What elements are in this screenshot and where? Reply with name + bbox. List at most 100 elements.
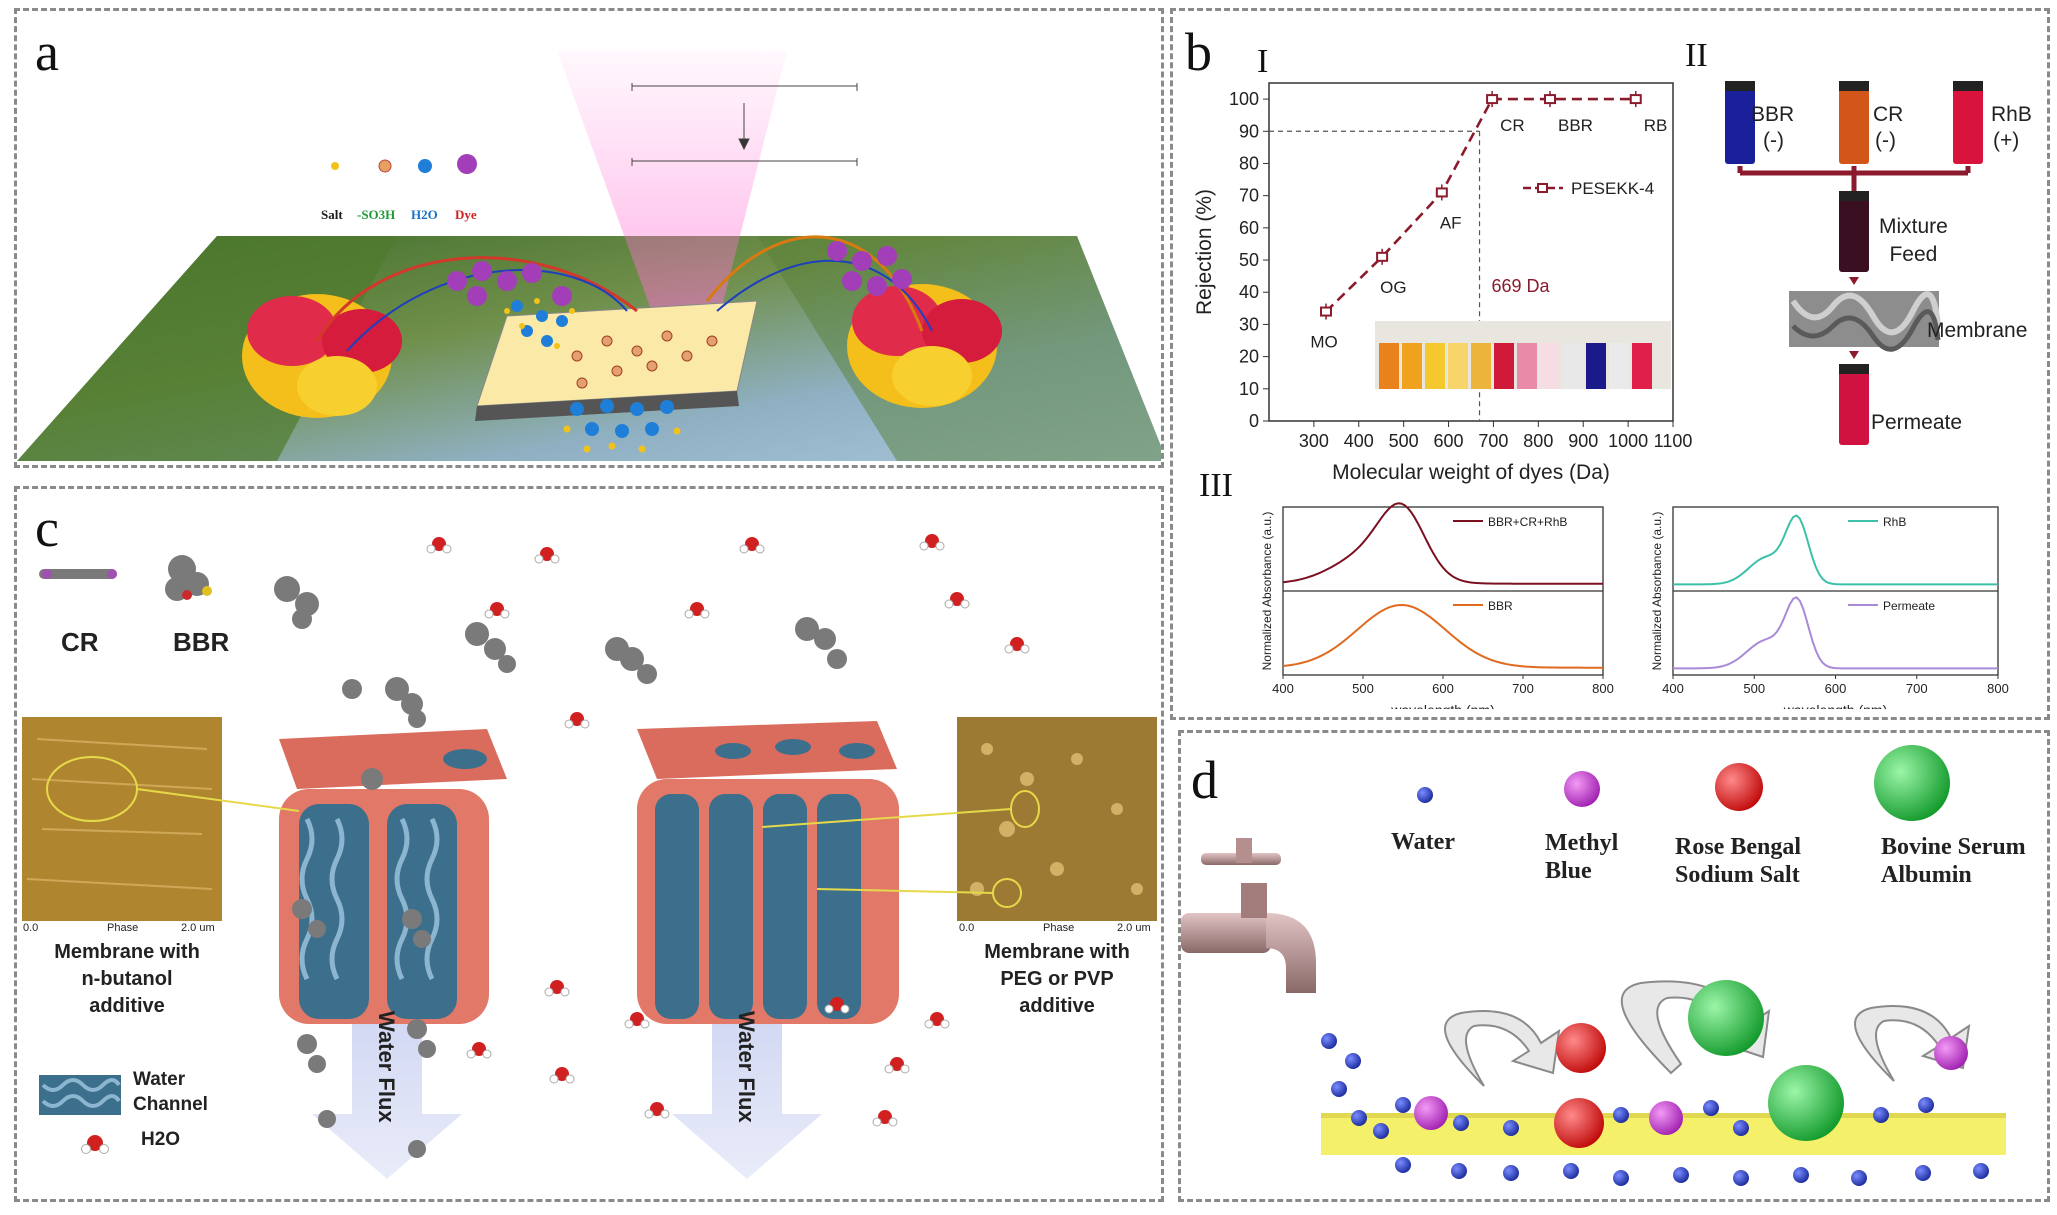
plot-frame [1268,82,1674,422]
y-tick-label: 90 [1239,121,1259,141]
y-tick-label: 70 [1239,186,1259,206]
left-tick-label: 600 [1432,681,1454,696]
afm-right-scale-phase: Phase [1043,922,1075,934]
membrane-label: Membrane [1927,319,2028,342]
right-y-axis-label: Normalized Absorbance (a.u.) [1650,512,1664,671]
mixture-label: Mixture Feed [1879,215,1948,266]
point-label: MO [1310,333,1337,352]
left-legend-bottom: BBR [1488,599,1513,613]
membrane-block-left [279,729,507,1024]
data-point [1435,187,1448,198]
mixture-vial [1839,196,1869,272]
legend-marker [1537,183,1548,193]
point-label: AF [1440,213,1462,232]
right-curve-bottom [1672,596,1998,670]
afm-right-scale-max: 2.0 um [1117,922,1151,934]
legend-label: PESEKK-4 [1571,179,1654,198]
left-particle-cluster [242,294,402,418]
left-tick-label: 800 [1592,681,1614,696]
legend-sulfonate: -SO3H [357,207,396,222]
legend-bsa-sphere [1874,745,1950,821]
panel-a-illustration [17,51,1161,461]
left-tick-label: 400 [1272,681,1294,696]
left-legend-top: BBR+CR+RhB [1488,515,1567,529]
x-tick-label: 900 [1568,431,1598,451]
legend-rose-bengal-sphere [1715,763,1763,811]
x-tick-label: 700 [1478,431,1508,451]
point-label: CR [1500,116,1525,135]
panel-c: c [14,486,1164,1202]
salt-icon [331,162,339,170]
permeate-label: Permeate [1871,411,1963,434]
left-curve-bottom [1282,603,1604,669]
dye-vials-photo [1375,321,1671,389]
cutoff-label: 669 Da [1492,276,1551,296]
left-y-axis-label: Normalized Absorbance (a.u.) [1260,512,1274,671]
data-point [1486,94,1499,105]
left-membrane-caption: Membrane with n-butanol additive [54,941,200,1017]
water-flux-label-left: Water Flux [374,1011,399,1123]
afm-right-scale-0: 0.0 [959,922,975,934]
y-tick-label: 30 [1239,314,1259,334]
absorbance-spectra: 400500600700800wavelength (nm)Normalized… [1260,502,2009,709]
afm-left-scale-0: 0.0 [23,922,39,934]
bbr-charge: (-) [1763,129,1784,152]
water-molecules [426,534,1030,1127]
x-tick-label: 800 [1523,431,1553,451]
y-tick-label: 100 [1229,89,1259,109]
x-tick-label: 1000 [1608,431,1648,451]
x-tick-label: 500 [1389,431,1419,451]
panel-c-label: c [35,498,59,558]
polymer-structure [631,83,858,166]
right-curve-top [1672,514,1998,586]
y-tick-label: 40 [1239,282,1259,302]
right-tick-label: 600 [1825,681,1847,696]
dye-molecules [39,555,847,1158]
x-tick-label: 400 [1344,431,1374,451]
legend-rose-bengal-label: Rose Bengal Sodium Salt [1675,834,1801,888]
right-membrane-caption: Membrane with PEG or PVP additive [984,941,1130,1017]
y-tick-label: 10 [1239,379,1259,399]
legend-h2o: H2O [141,1129,181,1150]
panel-b-sub-II: II [1685,37,1708,74]
right-tick-label: 800 [1987,681,2009,696]
cr-label: CR [1873,103,1904,126]
right-legend-top: RhB [1883,515,1906,529]
molecule-cr-label: CR [61,627,99,657]
x-tick-label: 300 [1299,431,1329,451]
membrane-block-right [637,721,899,1024]
series-line-pesekk4 [1325,97,1636,313]
dye-icon [457,154,477,174]
legend-methyl-blue-label: Methyl Blue [1545,830,1619,884]
data-point [1544,94,1557,105]
left-tick-label: 700 [1512,681,1534,696]
point-label: RB [1644,116,1668,135]
panel-b-sub-III: III [1199,467,1233,504]
legend-dye: Dye [455,207,477,222]
y-axis-label: Rejection (%) [1193,189,1216,315]
afm-left-scale-phase: Phase [107,922,139,934]
data-point [1376,251,1389,262]
water-flux-label-right: Water Flux [734,1011,759,1123]
x-tick-label: 600 [1434,431,1464,451]
flux-arrow-right [672,944,822,1179]
data-point [1629,94,1642,105]
permeate-vial [1839,369,1869,445]
sulfonate-icon [378,159,392,173]
y-tick-label: 60 [1239,218,1259,238]
rhb-vial [1953,86,1983,164]
panel-a-label: a [35,22,59,82]
x-tick-label: 1100 [1654,431,1693,451]
legend-water-sphere [1417,787,1433,803]
afm-left-scale-max: 2.0 um [181,922,215,934]
right-x-axis-label: wavelength (nm) [1783,702,1888,709]
y-tick-label: 0 [1249,411,1259,431]
y-tick-label: 20 [1239,347,1259,367]
h2o-legend-icon [87,1135,103,1151]
panel-c-illustration [22,534,1157,1179]
legend-water: H2O [411,207,438,222]
right-tick-label: 400 [1662,681,1684,696]
legend-salt: Salt [321,207,343,222]
legend-methyl-blue-sphere [1564,771,1600,807]
